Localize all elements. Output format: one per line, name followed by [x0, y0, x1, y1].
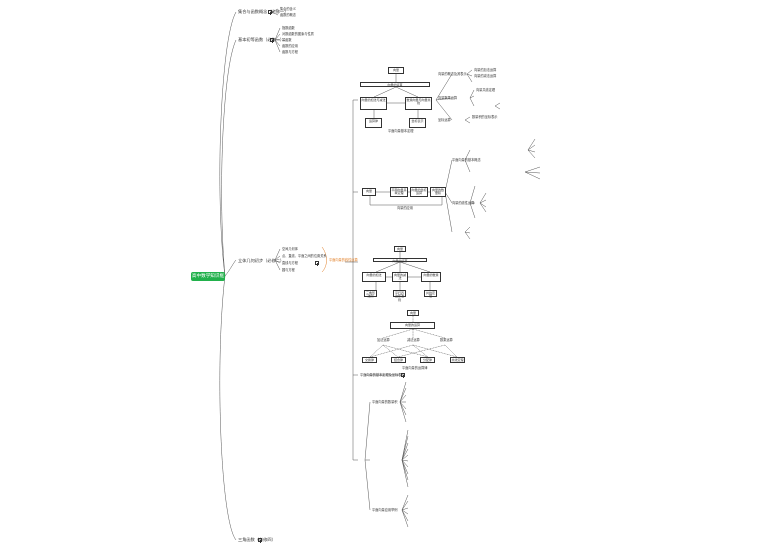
diagram-box: 向量的减法 [392, 272, 408, 282]
diagram-label: 加法运算 [377, 338, 390, 342]
diagram-box: 平行四边形法则 [393, 290, 406, 302]
list-label: 平面向量的基本定理及坐标表示 [360, 373, 405, 377]
list-item: 向量的减法运算 [474, 74, 497, 78]
list-label: 向量的线性运算 [452, 201, 475, 205]
diagram-box: 交换律 [362, 357, 377, 363]
list-item: 空间几何体 [282, 247, 298, 251]
list-label: 向量数乘运算 [438, 96, 458, 100]
diagram-box: 结合律 [391, 357, 406, 363]
diagram-box: 向量的坐标运算 [410, 187, 428, 197]
diagram-label: 减法运算 [407, 338, 420, 342]
list-label: 向量的概念及其表示 [438, 72, 467, 76]
diagram-box: 向量的运算 [373, 258, 427, 262]
highlight-node[interactable]: 平面向量的线性运算 [329, 258, 358, 262]
diagram-box: 向量 [394, 246, 406, 252]
branch-solid-geometry[interactable]: 立体几何初步（必修二） [238, 258, 285, 263]
diagram-note: 平面向量的运算律 [402, 366, 428, 370]
note-icon[interactable] [258, 538, 262, 544]
diagram-box: 向量 [362, 188, 376, 196]
list-item: 函数与方程 [282, 50, 298, 54]
diagram-box: 坐标表示 [409, 118, 426, 128]
list-item: 集合的含义 [280, 7, 296, 11]
diagram-box: 分配律 [420, 357, 435, 363]
list-item: 对数函数的图象与性质 [282, 32, 314, 36]
list-item: 指数函数 [282, 26, 295, 30]
diagram-box: 向量的数量积 [430, 187, 446, 197]
list-item: 幂函数 [282, 38, 292, 42]
list-item: 直线与方程 [282, 261, 298, 265]
diagram-box: 向量的加法 [362, 272, 386, 282]
list-item: 向量的加法运算 [474, 68, 497, 72]
list-item: 圆与方程 [282, 268, 295, 272]
diagram-label: 数乘运算 [440, 338, 453, 342]
diagram-box: 向量的数乘 [421, 272, 441, 282]
list-item: 向量共线定理 [476, 88, 496, 92]
diagram-box: 向量 [407, 310, 419, 316]
list-item: 函数的应用 [282, 44, 298, 48]
note-icon[interactable] [270, 38, 274, 44]
list-label: 平面向量的数量积 [372, 400, 398, 404]
diagram-box: 共线定理 [424, 290, 437, 299]
diagram-box: 向量 [388, 67, 404, 74]
diagram-box: 数乘向量与向量共线 [405, 97, 432, 110]
diagram-box: 共线定理 [450, 357, 465, 363]
list-item: 点、直线、平面之间的位置关系 [282, 254, 327, 258]
list-label: 坐标运算 [438, 118, 451, 122]
note-icon[interactable] [315, 261, 319, 267]
diagram-box: 向量的加法与减法 [360, 97, 387, 110]
diagram-box: 运算律 [365, 118, 382, 128]
branch-trigonometry[interactable]: 三角函数（必修四） [238, 537, 276, 542]
root-node[interactable]: 高中数学知识框架 [191, 272, 225, 288]
diagram-box: 向量的运算 [360, 82, 430, 87]
list-label: 平面向量的基本概念 [452, 158, 481, 162]
diagram-box: 三角形法则 [364, 290, 377, 299]
note-icon[interactable] [268, 10, 272, 16]
list-label: 平面向量应用举例 [372, 508, 398, 512]
branch-basic-functions[interactable]: 基本初等函数（必修一） [238, 37, 285, 42]
list-item: 函数的概念 [280, 13, 296, 17]
diagram-note: 平面向量基本定理 [388, 129, 414, 133]
diagram-box: 向量的运算 [390, 322, 435, 329]
list-item: 数量积的坐标表示 [472, 115, 498, 119]
diagram-note: 向量的应用 [397, 206, 413, 210]
note-icon[interactable] [401, 373, 405, 379]
diagram-box: 平面向量基本定理 [390, 187, 408, 197]
branch-sets-functions[interactable]: 集合与函数概念（必修一） [238, 9, 289, 14]
